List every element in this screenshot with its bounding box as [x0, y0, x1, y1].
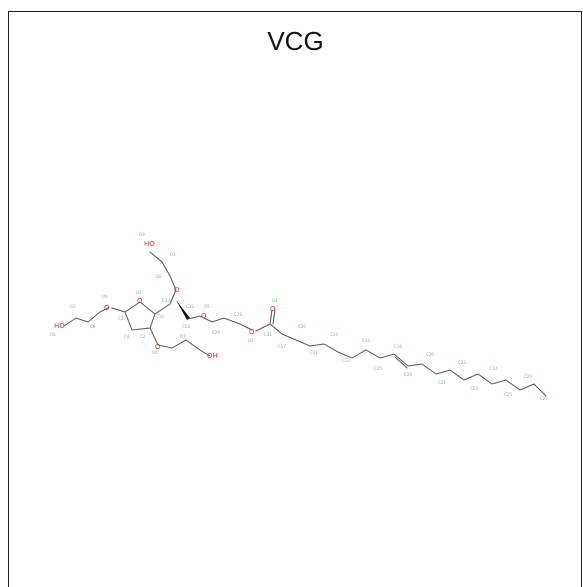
atom-labels: O9 O3 O6 O6 O2 O8 O1 O5 O4 O7 O6 O2 C6 C… [50, 232, 548, 401]
atom-label: C19 [404, 372, 412, 377]
bond-chain-left [63, 307, 109, 327]
atom-label: C6 [90, 324, 96, 329]
atom-label: O5 [204, 304, 210, 309]
figure-title: VCG [267, 26, 324, 56]
bond-tail-double [394, 356, 408, 369]
atom-label: C29 [212, 330, 220, 335]
atom-label: O3 [70, 304, 76, 309]
ring-oxygen: O [137, 297, 143, 305]
atom-label: C3 [118, 316, 124, 321]
ether-oxygen-bottom: O [155, 343, 161, 351]
atom-label: C22 [458, 360, 466, 365]
ether-oxygen-left: O [104, 304, 110, 312]
atom-label: O2 [248, 338, 254, 343]
ether-oxygen-main: O [201, 312, 207, 320]
hydroxyl-left: HO [54, 322, 65, 330]
bond-carbonyl-2 [272, 309, 276, 325]
atom-label: O9 [139, 232, 145, 237]
atom-label: C17 [278, 344, 286, 349]
atom-label: C31 [264, 332, 272, 337]
atom-label: C16 [394, 344, 402, 349]
atom-label: O8 [156, 274, 162, 279]
atom-label: C21 [438, 380, 446, 385]
atom-label: C24 [490, 366, 498, 371]
atom-label: O7 [180, 334, 186, 339]
bond-tail [281, 333, 547, 397]
bond-ring [124, 301, 156, 331]
atom-label: O1 [170, 252, 176, 257]
ester-oxygen: O [249, 328, 255, 336]
atom-label: C10 [156, 314, 164, 319]
atom-label: O4 [272, 298, 278, 303]
heteroatom-labels: HO HO OH O O O O O O O [54, 240, 276, 360]
atom-label: C14 [330, 332, 338, 337]
bond-ring-o-left [111, 307, 126, 313]
atom-label: O6 [50, 332, 56, 337]
atom-label: C4 [124, 334, 130, 339]
ether-oxygen-upper: O [174, 286, 180, 294]
carbonyl-oxygen: O [270, 305, 276, 313]
atom-label: C25 [504, 392, 512, 397]
hydroxyl-top: HO [144, 240, 155, 248]
bonds [63, 251, 547, 397]
atom-label: C18 [182, 324, 190, 329]
hydroxyl-bottom: OH [207, 352, 218, 360]
bond-main [187, 315, 253, 331]
atom-label: C26 [524, 374, 532, 379]
atom-label: O6 [152, 350, 158, 355]
atom-label: C2 [140, 334, 146, 339]
atom-label: C23 [470, 386, 478, 391]
atom-label: C27 [540, 396, 548, 401]
atom-label: C30 [298, 324, 306, 329]
atom-label: C12 [362, 338, 370, 343]
figure-frame [8, 11, 582, 587]
atom-label: O6 [102, 294, 108, 299]
atom-label: C13 [342, 358, 350, 363]
atom-label: C11 [310, 350, 318, 355]
atom-label: O2 [136, 290, 142, 295]
atom-label: C20 [426, 352, 434, 357]
atom-label: C28 [234, 312, 242, 317]
bond-wedge [176, 300, 190, 320]
atom-label: C15 [374, 366, 382, 371]
atom-label: C32 [186, 304, 194, 309]
bond-carbonyl [269, 309, 273, 325]
bond-chain-bottom [149, 327, 211, 357]
atom-label: C33 [162, 298, 170, 303]
bond-upper [149, 251, 177, 315]
